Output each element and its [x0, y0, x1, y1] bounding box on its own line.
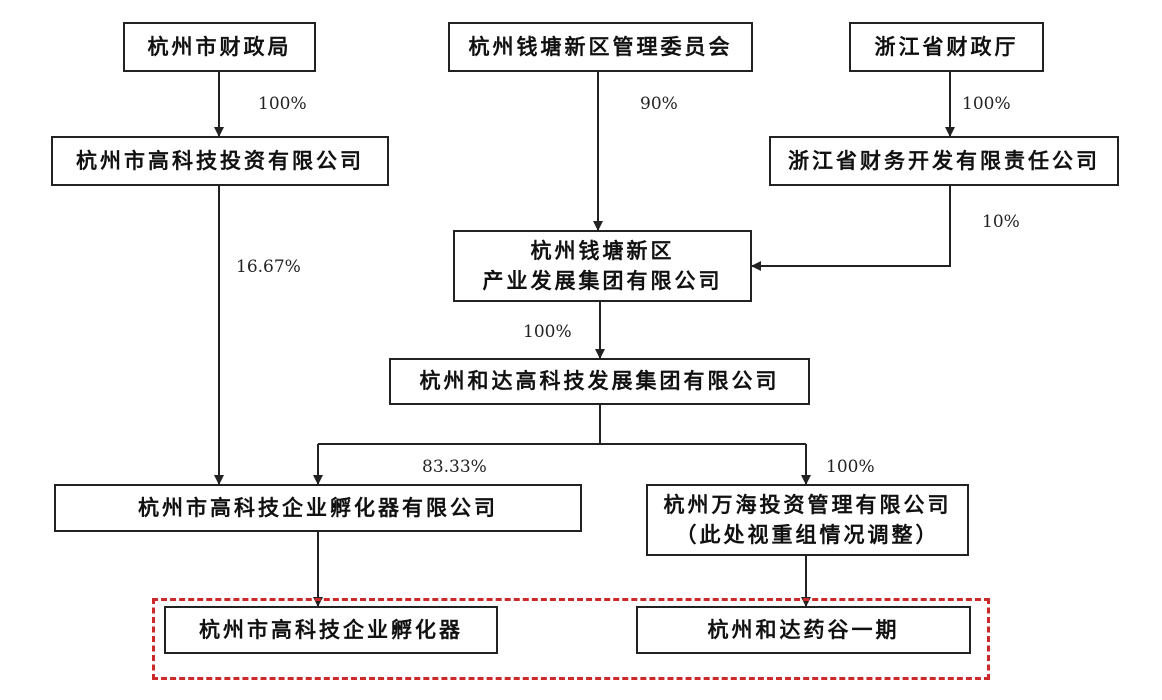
edge-line-5: [751, 186, 951, 271]
node-heda-pharma-valley: 杭州和达药谷一期: [636, 606, 971, 654]
node-hangzhou-hitech-investment: 杭州市高科技投资有限公司: [51, 136, 389, 186]
node-line: 产业发展集团有限公司: [482, 268, 723, 293]
target-assets-frame: [152, 598, 990, 680]
node-line: 杭州市高科技企业孵化器: [199, 616, 463, 642]
node-line: 浙江省财政厅: [874, 33, 1019, 59]
edge-label-1: 100%: [258, 94, 307, 114]
edge-label-7: 83.33%: [422, 457, 487, 477]
edge-label-2: 90%: [640, 94, 678, 114]
node-zhejiang-finance-dept: 浙江省财政厅: [849, 22, 1044, 72]
edge-label-5: 10%: [982, 212, 1020, 232]
node-qiantang-management-committee: 杭州钱塘新区管理委员会: [448, 22, 753, 72]
edge-label-6: 100%: [523, 322, 572, 342]
node-hitech-incubator-company: 杭州市高科技企业孵化器有限公司: [54, 484, 582, 532]
node-qiantang-industry-group: 杭州钱塘新区 产业发展集团有限公司: [453, 230, 752, 302]
edge-label-3: 100%: [962, 94, 1011, 114]
node-hitech-incubator: 杭州市高科技企业孵化器: [164, 606, 498, 654]
node-line: 杭州和达药谷一期: [707, 616, 900, 642]
node-zhejiang-finance-development: 浙江省财务开发有限责任公司: [769, 136, 1119, 186]
edge-label-4: 16.67%: [236, 257, 301, 277]
node-line: 杭州市高科技企业孵化器有限公司: [138, 494, 498, 520]
node-line: 杭州市高科技投资有限公司: [76, 147, 364, 173]
node-line: （此处视重组情况调整）: [675, 522, 940, 547]
node-hangzhou-finance-bureau: 杭州市财政局: [123, 22, 316, 72]
node-heda-hitech-group: 杭州和达高科技发展集团有限公司: [389, 358, 810, 405]
node-line: 杭州钱塘新区管理委员会: [468, 33, 733, 59]
node-line: 浙江省财务开发有限责任公司: [788, 147, 1100, 173]
node-line: 杭州市财政局: [147, 33, 292, 59]
node-wanhai-investment: 杭州万海投资管理有限公司 （此处视重组情况调整）: [646, 484, 969, 556]
node-line: 杭州和达高科技发展集团有限公司: [419, 368, 780, 394]
node-line: 杭州钱塘新区: [530, 237, 675, 263]
node-line: 杭州万海投资管理有限公司: [663, 491, 952, 517]
edge-label-8: 100%: [826, 457, 875, 477]
